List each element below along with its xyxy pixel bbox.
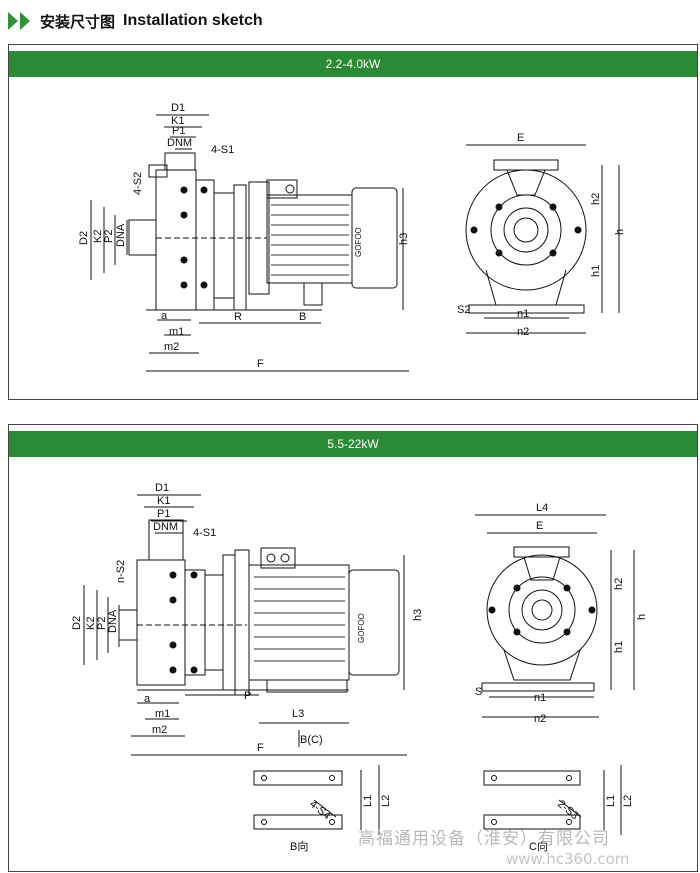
dim-s4-label: 4-S4 xyxy=(307,798,333,822)
dim-bc-label: B(C) xyxy=(300,734,323,746)
dim-k1-label: K1 xyxy=(171,115,184,127)
dim-p2-label: P2 xyxy=(96,617,108,630)
motor-body xyxy=(266,194,353,284)
dim-dnm-label: DNM xyxy=(153,521,178,533)
dim-n1-label: n1 xyxy=(517,308,529,320)
dim-e-label: E xyxy=(536,520,543,532)
installation-drawing: D1 K1 P1 DNM 4-S1 n-S2 D2 K2 P2 DNA a m1… xyxy=(71,482,648,853)
watermark-url: www.hc360.com xyxy=(506,850,630,868)
dim-dna-label: DNA xyxy=(115,223,127,247)
dim-p1-label: P1 xyxy=(157,508,170,520)
panel-large-power: 5.5-22kW xyxy=(8,424,698,872)
dim-h2-label: h2 xyxy=(590,193,602,205)
dim-h1-label: h1 xyxy=(590,265,602,277)
dim-n2-label: n2 xyxy=(517,326,529,338)
dim-d2-label: D2 xyxy=(71,616,83,630)
dim-dna-label: DNA xyxy=(107,609,119,633)
front-view-casing xyxy=(465,169,587,291)
c-l1-label: L1 xyxy=(605,795,617,807)
dim-m2-label: m2 xyxy=(164,341,179,353)
dim-h-label: h xyxy=(614,229,626,235)
motor-fan-cover xyxy=(351,187,398,289)
dim-s-label: S xyxy=(475,686,482,698)
dim-p2-label: P2 xyxy=(103,230,115,243)
dim-l3-label: L3 xyxy=(292,708,304,720)
b-l1-label: L1 xyxy=(362,795,374,807)
power-range-label: 5.5-22kW xyxy=(327,437,379,451)
panel-header: 5.5-22kW xyxy=(9,425,697,457)
title-zh: 安装尺寸图 xyxy=(40,12,116,31)
dim-h3-label: h3 xyxy=(412,609,424,621)
chevron-right-icon xyxy=(8,12,18,30)
dim-k1-label: K1 xyxy=(157,495,170,507)
title-en: Installation sketch xyxy=(123,12,263,29)
dim-a-label: a xyxy=(161,310,168,322)
dim-s2-label: 4-S2 xyxy=(132,172,144,195)
b-view-label: B向 xyxy=(290,839,308,853)
dim-k2-label: K2 xyxy=(85,617,97,630)
watermark-company: 高福通用设备（淮安）有限公司 xyxy=(358,829,610,849)
dim-d1-label: D1 xyxy=(155,482,169,494)
dim-b-label: B xyxy=(299,311,306,323)
motor-fan-cover xyxy=(348,569,400,676)
chevron-right-icon xyxy=(20,12,30,30)
dim-s3-label: 2-S3 xyxy=(555,798,581,822)
dim-m2-label: m2 xyxy=(152,724,167,736)
dim-p-label: P xyxy=(244,690,251,702)
dim-l4-label: L4 xyxy=(536,502,548,514)
dim-n2-label: n2 xyxy=(534,713,546,725)
front-view-casing xyxy=(486,554,598,666)
installation-drawing: D1 K1 P1 DNM 4-S1 4-S2 D2 K2 P2 DNA a m1… xyxy=(78,102,626,372)
power-range-label: 2.2-4.0kW xyxy=(325,57,381,71)
c-l2-label: L2 xyxy=(622,795,634,807)
dim-n1-label: n1 xyxy=(534,692,546,704)
dim-r-label: R xyxy=(234,311,242,323)
dim-h1-label: h1 xyxy=(613,641,625,653)
section-header: 安装尺寸图 Installation sketch xyxy=(8,6,263,36)
dim-h2-label: h2 xyxy=(613,578,625,590)
dim-m1-label: m1 xyxy=(169,326,184,338)
dim-e-label: E xyxy=(517,132,524,144)
dim-p1-label: P1 xyxy=(172,125,185,137)
dim-h3-label: h3 xyxy=(398,233,410,245)
dim-s1-label: 4-S1 xyxy=(211,144,234,156)
dim-d2-label: D2 xyxy=(78,231,90,245)
motor-brand-label: GOFOO xyxy=(354,227,363,257)
dim-dnm-label: DNM xyxy=(167,137,192,149)
dim-h-label: h xyxy=(636,614,648,620)
dim-s1-label: 4-S1 xyxy=(193,527,216,539)
dim-f-label: F xyxy=(257,742,264,754)
pump-casing xyxy=(155,169,197,311)
motor-body xyxy=(248,564,350,681)
panel-small-power: 2.2-4.0kW xyxy=(8,44,698,400)
dim-s2-front-label: S2 xyxy=(457,304,470,316)
b-l2-label: L2 xyxy=(380,795,392,807)
motor-brand-label: GOFOO xyxy=(357,613,366,643)
dim-s2-label: n-S2 xyxy=(115,560,127,583)
dim-f-label: F xyxy=(257,358,264,370)
dim-a-label: a xyxy=(144,693,151,705)
c-view-label: C向 xyxy=(529,839,548,853)
dim-k2-label: K2 xyxy=(92,230,104,243)
dim-m1-label: m1 xyxy=(155,708,170,720)
dim-d1-label: D1 xyxy=(171,102,185,114)
panel-header: 2.2-4.0kW xyxy=(9,45,697,77)
pump-casing xyxy=(136,559,186,686)
